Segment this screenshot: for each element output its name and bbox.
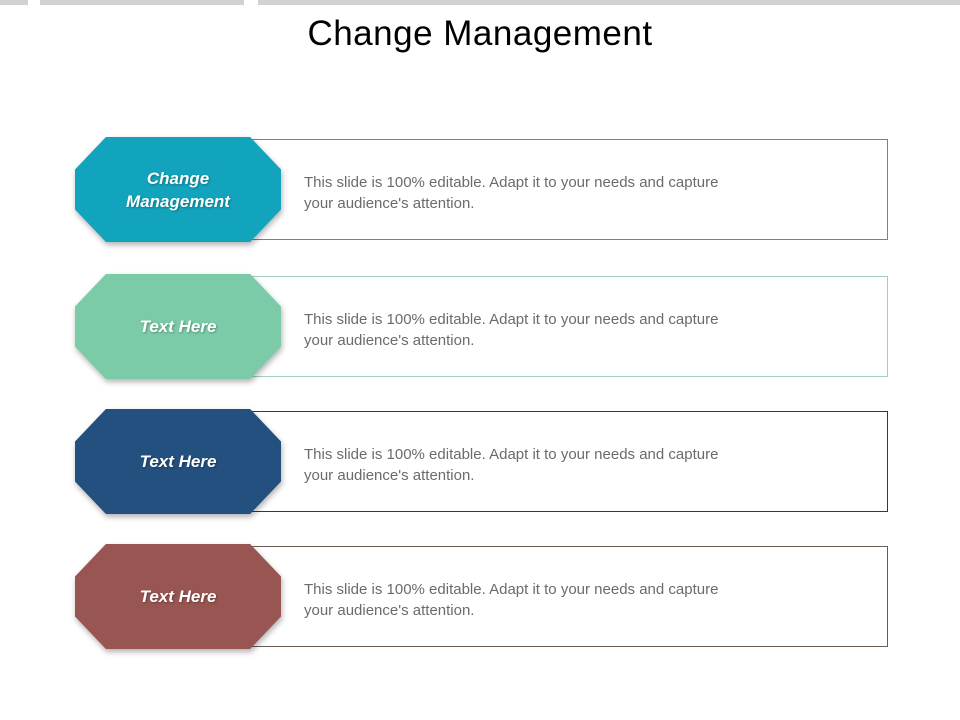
row-description: This slide is 100% editable. Adapt it to… — [304, 173, 719, 212]
strip-segment — [258, 0, 960, 5]
row-badge-wrap: Text Here — [75, 409, 281, 514]
badge-label: Text Here — [139, 587, 217, 606]
slide-title: Change Management — [307, 14, 653, 53]
row-change-management: This slide is 100% editable. Adapt it to… — [0, 137, 960, 249]
badge-label: Text Here — [139, 317, 217, 336]
strip-segment — [0, 0, 28, 5]
row-badge-wrap: Text Here — [75, 274, 281, 379]
row-text-here-2: This slide is 100% editable. Adapt it to… — [0, 409, 960, 521]
row-panel: This slide is 100% editable. Adapt it to… — [170, 276, 888, 377]
strip-gap — [28, 0, 40, 5]
row-text-here-1: This slide is 100% editable. Adapt it to… — [0, 274, 960, 386]
row-badge-wrap: Change Management — [75, 137, 281, 242]
badge-label: Change Management — [126, 168, 230, 211]
strip-segment — [40, 0, 244, 5]
octagon-badge: Text Here — [75, 274, 281, 379]
strip-gap — [244, 0, 258, 5]
row-description: This slide is 100% editable. Adapt it to… — [304, 580, 719, 619]
octagon-badge: Text Here — [75, 409, 281, 514]
octagon-badge: Text Here — [75, 544, 281, 649]
row-badge-wrap: Text Here — [75, 544, 281, 649]
row-panel: This slide is 100% editable. Adapt it to… — [170, 139, 888, 240]
row-panel: This slide is 100% editable. Adapt it to… — [170, 411, 888, 512]
row-text-here-3: This slide is 100% editable. Adapt it to… — [0, 544, 960, 656]
row-description: This slide is 100% editable. Adapt it to… — [304, 310, 719, 349]
row-panel: This slide is 100% editable. Adapt it to… — [170, 546, 888, 647]
row-description: This slide is 100% editable. Adapt it to… — [304, 445, 719, 484]
badge-label: Text Here — [139, 452, 217, 471]
octagon-badge: Change Management — [75, 137, 281, 242]
top-edge-strip — [0, 0, 960, 5]
